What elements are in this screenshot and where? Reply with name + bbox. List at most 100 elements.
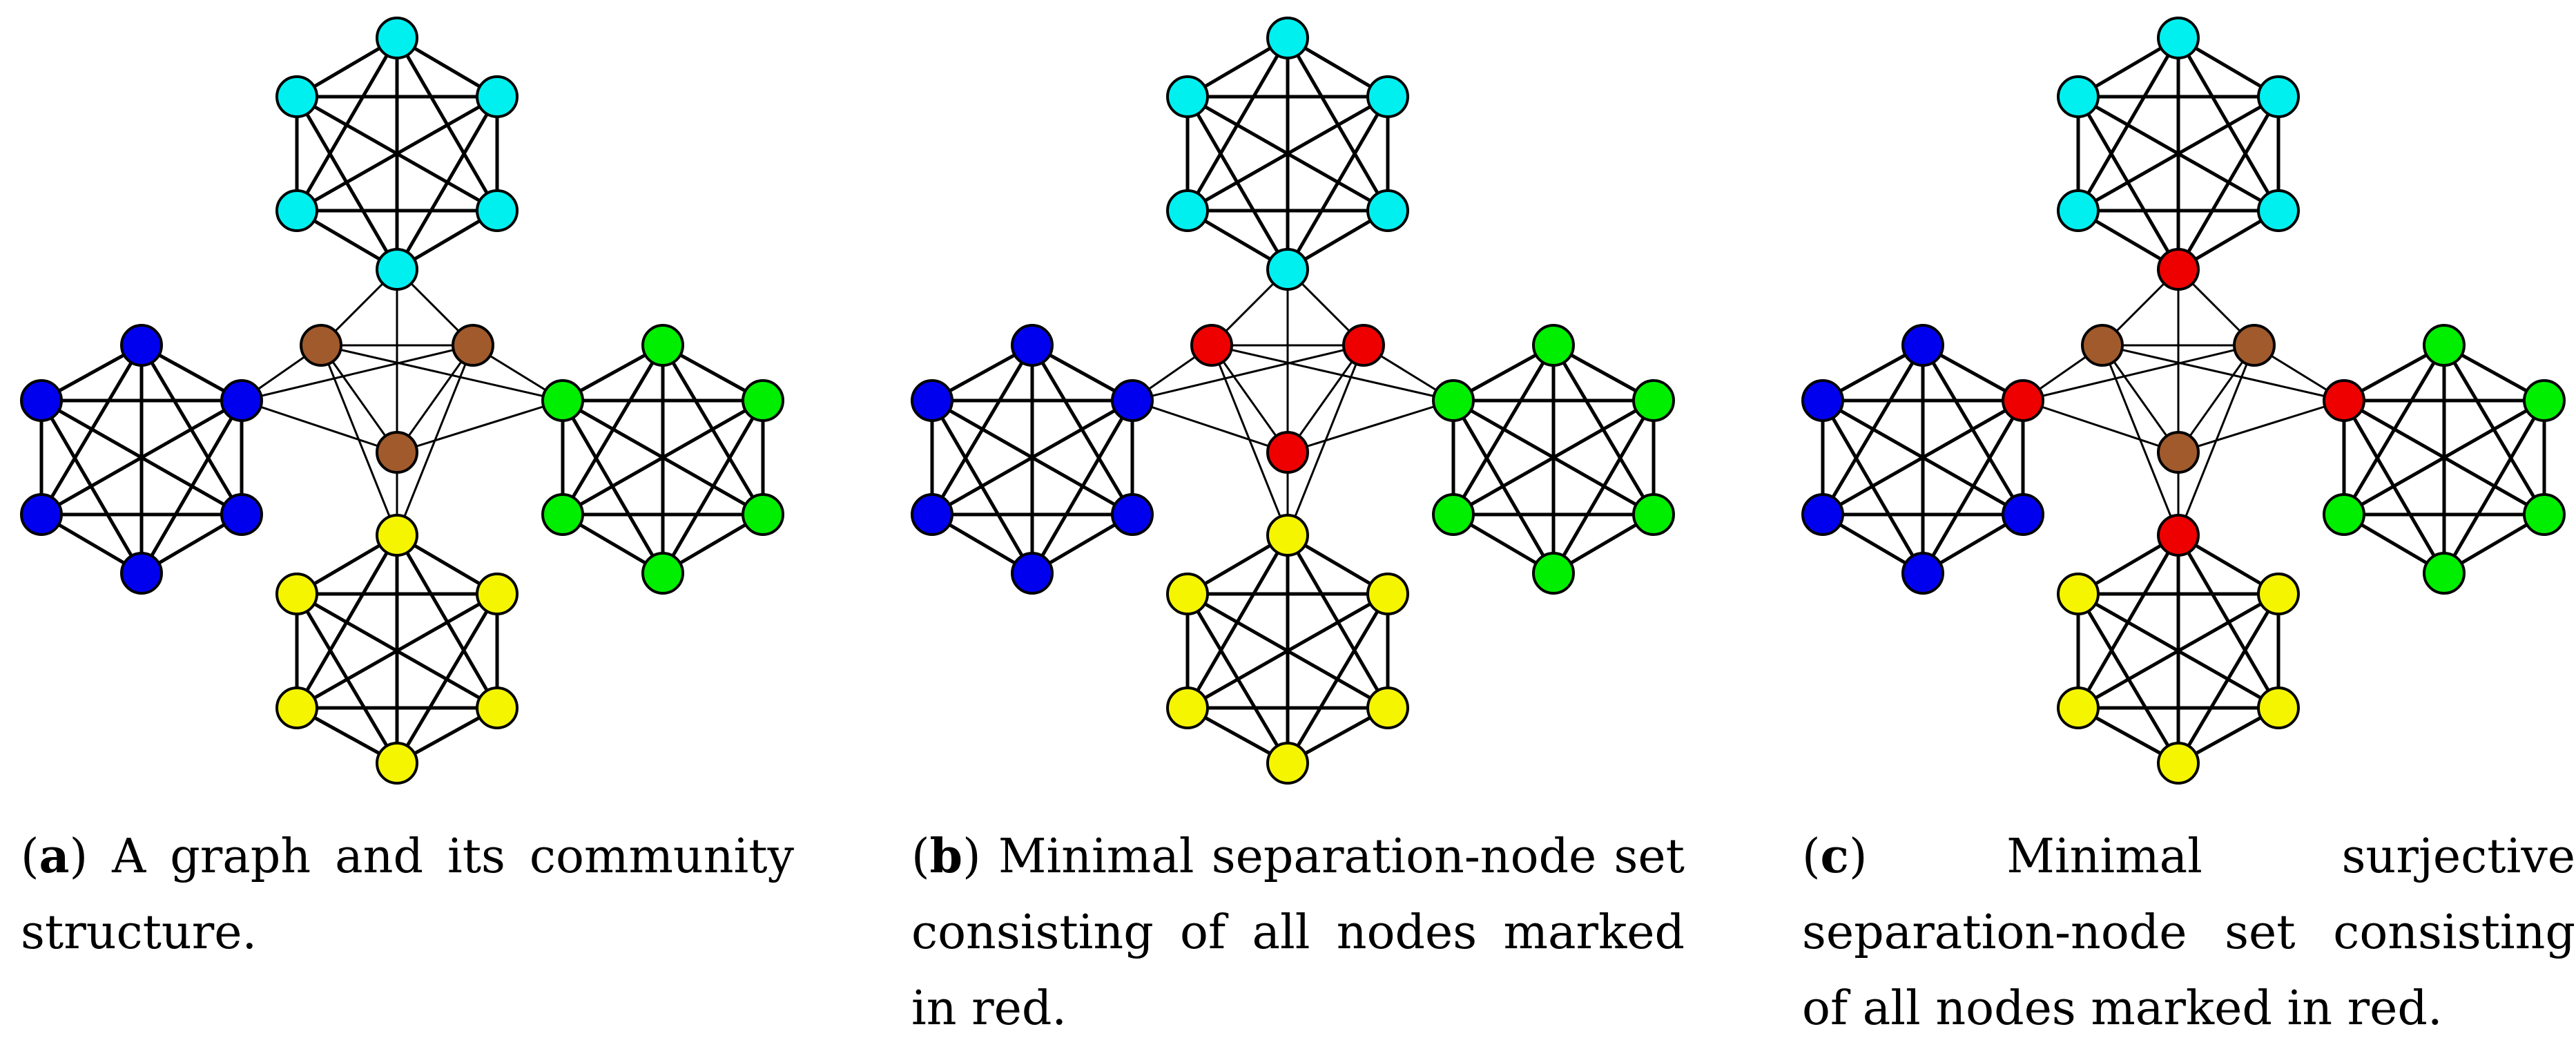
bottom-community-node bbox=[1166, 686, 1209, 729]
caption-a: (a) A graph and its community structure. bbox=[21, 829, 794, 960]
bottom-community-node bbox=[275, 573, 318, 615]
edge bbox=[39, 344, 144, 516]
caption-b-label: b bbox=[929, 829, 963, 884]
edge bbox=[1132, 399, 1288, 454]
center-right-node bbox=[2233, 324, 2276, 367]
right-hub-node bbox=[541, 379, 584, 422]
top-community-node bbox=[2257, 189, 2300, 232]
edge bbox=[320, 344, 563, 402]
edge bbox=[1551, 344, 1656, 516]
edge bbox=[396, 345, 474, 453]
right-community-node bbox=[2523, 379, 2566, 422]
left-community-node bbox=[1901, 552, 1944, 595]
top-community-node bbox=[2057, 75, 2100, 118]
caption-a-text: ) A graph and its community structure. bbox=[21, 829, 794, 960]
center-left-node bbox=[2081, 324, 2124, 367]
bottom-hub-node bbox=[1266, 514, 1309, 557]
edge bbox=[1821, 344, 1925, 516]
left-community-node bbox=[1901, 324, 1944, 367]
edge bbox=[2077, 95, 2280, 213]
edge bbox=[2177, 345, 2256, 536]
edge bbox=[1821, 399, 1925, 575]
right-community-node bbox=[1532, 552, 1575, 595]
edge bbox=[1210, 345, 1289, 536]
right-community-node bbox=[1532, 324, 1575, 367]
bottom-hub-node bbox=[376, 514, 418, 557]
right-community-node bbox=[742, 493, 784, 536]
left-community-node bbox=[220, 493, 263, 536]
right-community-node bbox=[641, 324, 684, 367]
top-community-node bbox=[476, 75, 519, 118]
edge bbox=[661, 344, 765, 516]
edge bbox=[2101, 345, 2180, 536]
graph-c bbox=[1801, 17, 2566, 785]
left-community-node bbox=[20, 379, 63, 422]
top-community-node bbox=[1166, 75, 1209, 118]
edge bbox=[320, 345, 398, 453]
panel-a: (a) A graph and its community structure. bbox=[0, 0, 815, 1045]
edge bbox=[2022, 344, 2255, 402]
bottom-community-node bbox=[1266, 742, 1309, 785]
right-community-node bbox=[2323, 493, 2365, 536]
edge bbox=[930, 344, 1034, 516]
edge bbox=[1211, 344, 1454, 402]
center-bottom-node bbox=[1266, 431, 1309, 474]
right-community-node bbox=[2523, 493, 2566, 536]
left-hub-node bbox=[2002, 379, 2044, 422]
right-community-node bbox=[1632, 379, 1675, 422]
left-community-node bbox=[1011, 552, 1054, 595]
center-bottom-node bbox=[2157, 431, 2200, 474]
bottom-community-node bbox=[376, 742, 418, 785]
left-community-node bbox=[2002, 493, 2044, 536]
top-community-node bbox=[1166, 189, 1209, 232]
edge bbox=[1030, 344, 1134, 516]
bottom-community-node bbox=[2057, 573, 2100, 615]
bottom-community-node bbox=[1166, 573, 1209, 615]
caption-c-text: ) Minimal surjective separation-node set… bbox=[1802, 829, 2575, 1036]
right-community-node bbox=[1432, 493, 1475, 536]
edge bbox=[1186, 95, 1389, 213]
graph-a bbox=[20, 17, 784, 785]
edge bbox=[241, 344, 474, 402]
top-community-node bbox=[275, 189, 318, 232]
right-community-node bbox=[2423, 324, 2466, 367]
left-community-node bbox=[120, 552, 163, 595]
caption-c-label: c bbox=[1820, 829, 1849, 884]
top-community-node bbox=[376, 17, 418, 59]
edge bbox=[396, 399, 563, 454]
edge bbox=[1286, 345, 1365, 453]
top-hub-node bbox=[376, 248, 418, 291]
top-hub-node bbox=[1266, 248, 1309, 291]
top-community-node bbox=[2157, 17, 2200, 59]
top-community-node bbox=[1266, 17, 1309, 59]
edge bbox=[1186, 592, 1389, 710]
bottom-community-node bbox=[2157, 742, 2200, 785]
edge bbox=[930, 399, 1034, 575]
edge bbox=[39, 399, 144, 575]
right-community-node bbox=[641, 552, 684, 595]
edge bbox=[2022, 399, 2179, 454]
top-community-node bbox=[476, 189, 519, 232]
left-hub-node bbox=[220, 379, 263, 422]
left-community-node bbox=[120, 324, 163, 367]
edge bbox=[2442, 399, 2546, 575]
bottom-community-node bbox=[476, 686, 519, 729]
edge bbox=[1210, 345, 1289, 453]
edge bbox=[1286, 345, 1365, 536]
right-community-node bbox=[1632, 493, 1675, 536]
caption-b: (b) Minimal separation-node set consisti… bbox=[911, 829, 1685, 1036]
center-bottom-node bbox=[376, 431, 418, 474]
edge bbox=[1132, 344, 1364, 402]
left-community-node bbox=[1801, 379, 1844, 422]
right-community-node bbox=[541, 493, 584, 536]
edge bbox=[1287, 399, 1454, 454]
bottom-community-node bbox=[1366, 573, 1409, 615]
center-right-node bbox=[1342, 324, 1385, 367]
top-community-node bbox=[1366, 75, 1409, 118]
bottom-community-node bbox=[2257, 573, 2300, 615]
left-community-node bbox=[1801, 493, 1844, 536]
right-community-node bbox=[742, 379, 784, 422]
edge bbox=[1451, 344, 1556, 516]
edge bbox=[2342, 344, 2446, 516]
left-community-node bbox=[911, 379, 953, 422]
